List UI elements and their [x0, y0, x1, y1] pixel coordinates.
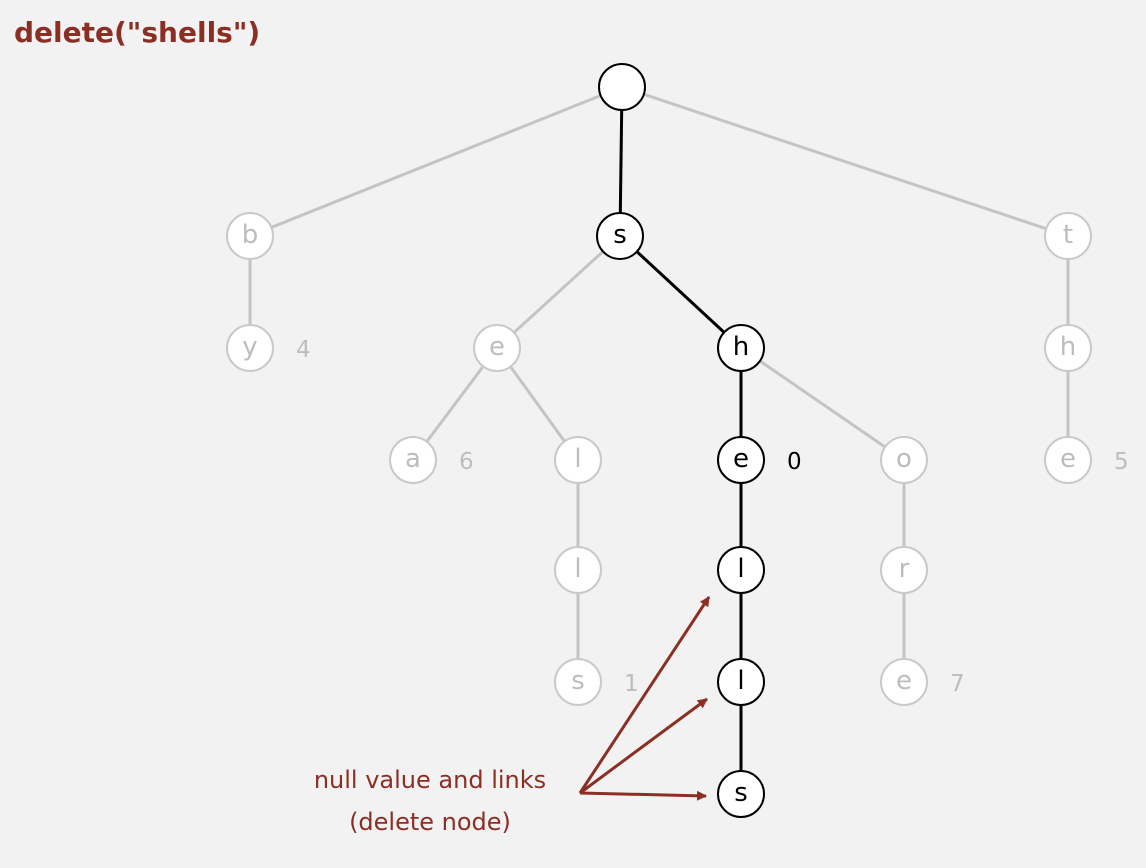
- node-circle: [554, 546, 602, 594]
- node-circle: [717, 770, 765, 818]
- annotation-arrow-shell: [579, 697, 708, 795]
- node-shel: l: [717, 546, 765, 594]
- node-char: r: [899, 554, 910, 584]
- node-circle: [389, 436, 437, 484]
- node-sel: l: [554, 436, 602, 484]
- edge-root-s: [618, 86, 624, 237]
- node-circle: [880, 658, 928, 706]
- node-sh: h: [717, 324, 765, 372]
- node-b: b: [226, 212, 274, 260]
- node-char: s: [571, 666, 585, 696]
- node-value: 6: [459, 449, 474, 475]
- node-char: s: [734, 778, 748, 808]
- node-se: e: [473, 324, 521, 372]
- node-circle: [226, 324, 274, 372]
- edge-root-b: [249, 85, 623, 238]
- node-sell: l: [554, 546, 602, 594]
- node-value: 1: [624, 671, 639, 697]
- node-shells: s: [717, 770, 765, 818]
- node-circle: [717, 658, 765, 706]
- node-circle: [1044, 324, 1092, 372]
- annotation-arrow-shel: [578, 596, 711, 794]
- node-char: e: [733, 444, 749, 474]
- node-circle: [554, 658, 602, 706]
- node-value: 7: [950, 671, 965, 697]
- annotation-line-2: (delete node): [349, 808, 511, 836]
- node-circle: [717, 324, 765, 372]
- annotation-label: null value and links (delete node): [314, 766, 546, 836]
- annotation-line-1: null value and links: [314, 766, 546, 794]
- node-value: 5: [1114, 449, 1129, 475]
- node-root: [598, 63, 646, 111]
- node-circle: [717, 436, 765, 484]
- node-char: l: [737, 554, 744, 584]
- trie-edges: [248, 85, 1070, 794]
- node-char: o: [896, 444, 912, 474]
- node-circle: [880, 546, 928, 594]
- annotation-arrow-shells: [579, 790, 707, 801]
- node-value: 0: [787, 449, 802, 475]
- node-char: e: [896, 666, 912, 696]
- node-circle: [717, 546, 765, 594]
- node-char: h: [733, 332, 749, 362]
- edge-s-sh: [618, 234, 743, 350]
- node-char: l: [574, 554, 581, 584]
- node-circle: [1044, 436, 1092, 484]
- node-th: h: [1044, 324, 1092, 372]
- node-char: y: [242, 332, 257, 362]
- node-circle: [596, 212, 644, 260]
- node-shor: r: [880, 546, 928, 594]
- node-s: s: [596, 212, 644, 260]
- node-sho: o: [880, 436, 928, 484]
- node-char: l: [737, 666, 744, 696]
- node-char: a: [405, 444, 421, 474]
- node-char: t: [1063, 220, 1073, 250]
- annotation-arrows: [578, 596, 711, 801]
- node-char: l: [574, 444, 581, 474]
- node-char: e: [1060, 444, 1076, 474]
- node-circle: [880, 436, 928, 484]
- node-circle: [598, 63, 646, 111]
- node-char: e: [489, 332, 505, 362]
- node-circle: [226, 212, 274, 260]
- page-title: delete("shells"): [14, 16, 261, 49]
- node-circle: [1044, 212, 1092, 260]
- node-t: t: [1044, 212, 1092, 260]
- node-circle: [554, 436, 602, 484]
- edge-sh-sho: [740, 346, 905, 462]
- node-char: s: [613, 220, 627, 250]
- node-circle: [473, 324, 521, 372]
- node-value: 4: [296, 337, 311, 363]
- node-char: h: [1060, 332, 1076, 362]
- edge-s-se: [495, 234, 622, 350]
- edge-root-t: [621, 85, 1069, 238]
- node-char: b: [242, 220, 259, 250]
- node-shell: l: [717, 658, 765, 706]
